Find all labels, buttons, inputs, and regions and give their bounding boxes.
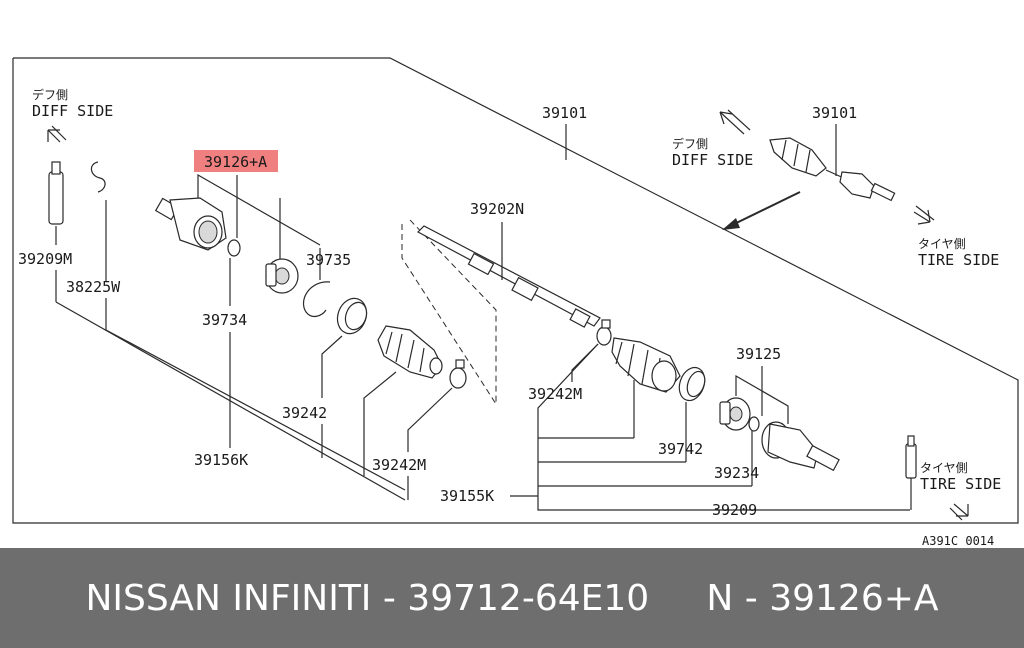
label-39101-main: 39101 — [542, 104, 587, 122]
reference-code: A391C 0014 — [922, 534, 994, 548]
diff-side-right-jp: デフ側 — [672, 136, 708, 151]
part-inset-axle — [769, 137, 896, 202]
label-39234: 39234 — [714, 464, 759, 482]
part-39242m-clamp-left — [449, 359, 467, 389]
parts-diagram: デフ側 DIFF SIDE 39126+A 39209M 38225W 3973… — [12, 57, 1019, 548]
part-39242m-clamp-mid — [596, 319, 612, 346]
label-39242-left: 39242 — [282, 404, 327, 422]
part-snap-ring — [302, 281, 331, 318]
label-39155k: 39155K — [440, 487, 494, 505]
part-boot-right — [611, 337, 681, 393]
highlight-39126a — [194, 150, 278, 172]
part-39209-bolt — [905, 435, 917, 479]
label-38225w: 38225W — [66, 278, 121, 296]
part-39734-ring — [227, 239, 241, 257]
arrow-diff-right-icon — [719, 109, 751, 135]
part-39126a-joint — [154, 197, 227, 251]
part-boot-left — [377, 325, 443, 379]
part-38225w-clip — [90, 161, 106, 193]
part-39234-ring — [748, 416, 760, 432]
part-39242-band — [336, 297, 368, 335]
caption-text: NISSAN INFINITI - 39712-64E10 N - 39126+… — [85, 577, 939, 619]
label-39242m-left: 39242M — [372, 456, 426, 474]
tire-side-right-en: TIRE SIDE — [918, 251, 999, 269]
label-39101-inset: 39101 — [812, 104, 857, 122]
arrow-tire-right-icon — [913, 205, 935, 225]
label-39156k: 39156K — [194, 451, 248, 469]
caption-bar: NISSAN INFINITI - 39712-64E10 N - 39126+… — [0, 548, 1024, 648]
label-39202n: 39202N — [470, 200, 524, 218]
tire-side-bottom-jp: タイヤ側 — [920, 461, 968, 475]
label-39242m-mid: 39242M — [528, 385, 582, 403]
label-39209: 39209 — [712, 501, 757, 519]
label-39735: 39735 — [306, 251, 351, 269]
arrow-direction-icon — [722, 191, 801, 230]
part-39202n-shaft — [417, 225, 601, 328]
part-39742-band — [678, 366, 706, 402]
label-39126a: 39126+A — [204, 153, 267, 171]
label-39742: 39742 — [658, 440, 703, 458]
tire-side-right-jp: タイヤ側 — [918, 237, 966, 251]
label-39125: 39125 — [736, 345, 781, 363]
frame-outline — [12, 57, 1019, 524]
dashed-group-box — [401, 219, 497, 406]
label-39734: 39734 — [202, 311, 247, 329]
part-39209m-bolt — [48, 161, 64, 225]
diff-side-left-en: DIFF SIDE — [32, 102, 113, 120]
part-outer-joint — [761, 421, 840, 472]
tire-side-bottom-en: TIRE SIDE — [920, 475, 1001, 493]
diff-side-left-jp: デフ側 — [32, 87, 68, 102]
part-outer-bearing — [719, 397, 751, 431]
arrow-tire-bottom-icon — [949, 503, 969, 521]
diff-side-right-en: DIFF SIDE — [672, 151, 753, 169]
part-bearing-spider — [265, 258, 299, 294]
arrow-diff-left-icon — [47, 125, 67, 143]
label-39209m: 39209M — [18, 250, 72, 268]
